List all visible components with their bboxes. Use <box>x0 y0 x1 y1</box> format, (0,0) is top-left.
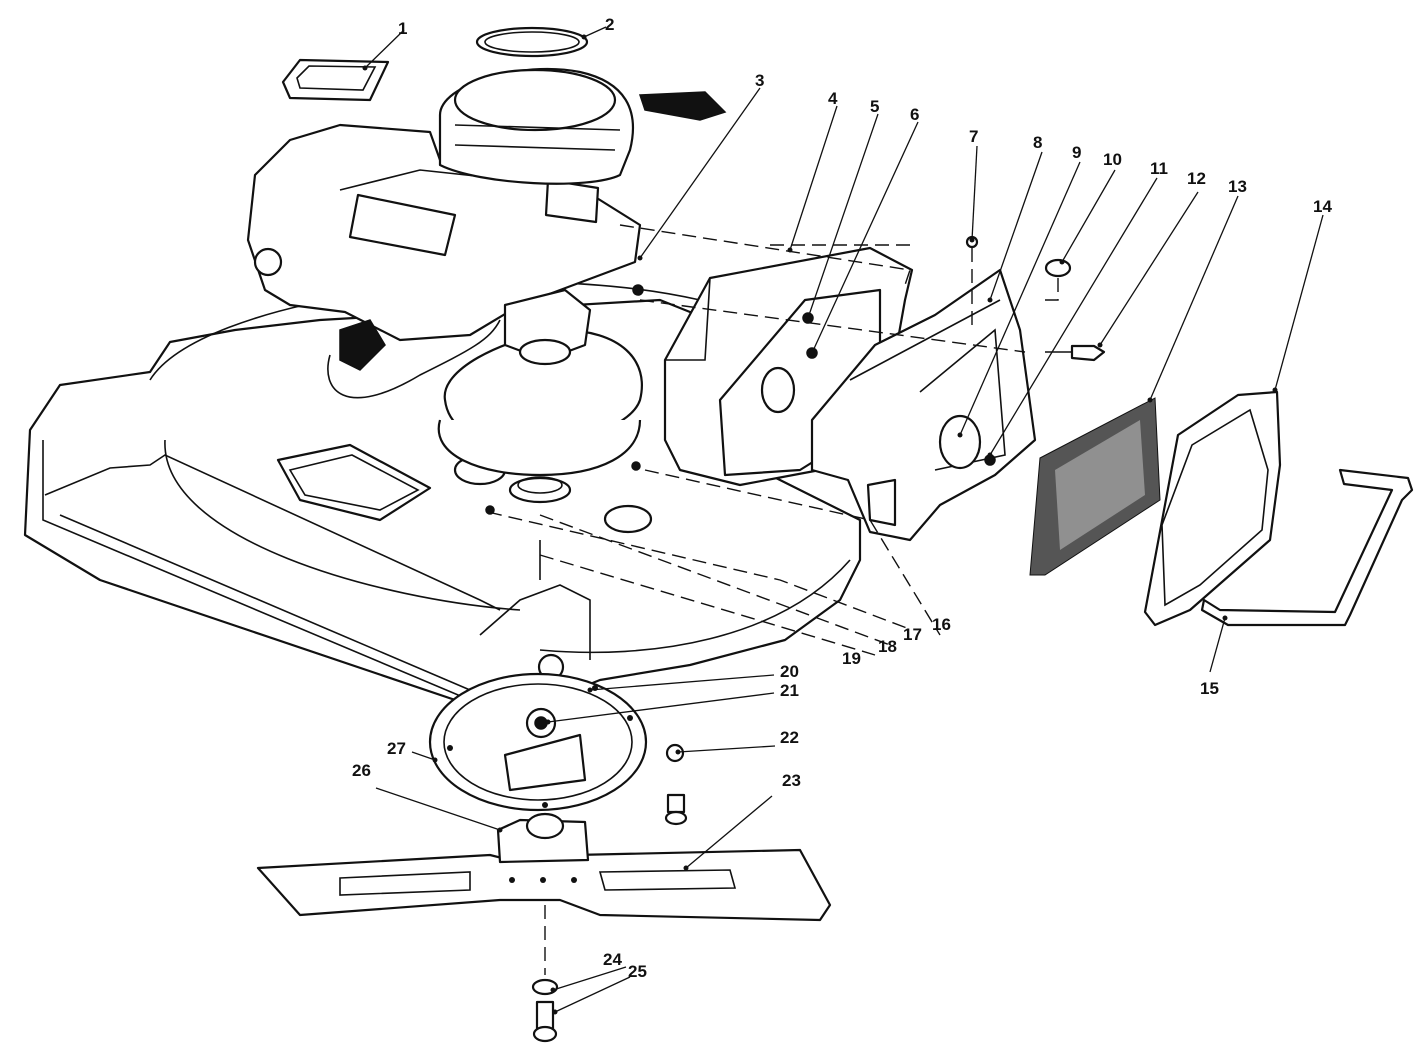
gasket-ring <box>475 26 589 58</box>
callout-1: 1 <box>398 19 407 38</box>
callout-25: 25 <box>628 962 647 981</box>
callout-22: 22 <box>780 728 799 747</box>
mower-deck <box>23 281 862 762</box>
callout-5: 5 <box>870 97 879 116</box>
callout-20: 20 <box>780 662 799 681</box>
callout-12: 12 <box>1187 169 1206 188</box>
callout-9: 9 <box>1072 143 1081 162</box>
callout-labels: 1 2 3 4 5 6 7 8 9 10 11 12 13 14 15 16 1… <box>352 15 1332 981</box>
callout-7: 7 <box>969 127 978 146</box>
callout-19: 19 <box>842 649 861 668</box>
blade-adapter <box>496 812 590 864</box>
callout-21: 21 <box>780 681 799 700</box>
callout-13: 13 <box>1228 177 1247 196</box>
callout-15: 15 <box>1200 679 1219 698</box>
deflector-housing <box>810 268 1037 542</box>
callout-8: 8 <box>1033 133 1042 152</box>
callout-11: 11 <box>1150 159 1168 178</box>
handle-bail <box>1200 468 1414 627</box>
baffle-plate <box>428 672 648 812</box>
callout-3: 3 <box>755 71 764 90</box>
callout-6: 6 <box>910 105 919 124</box>
callout-27: 27 <box>387 739 406 758</box>
callout-4: 4 <box>828 89 838 108</box>
callout-16: 16 <box>932 615 951 634</box>
foam-filter <box>1029 397 1161 576</box>
callout-2: 2 <box>605 15 614 34</box>
callout-18: 18 <box>878 637 897 656</box>
callout-26: 26 <box>352 761 371 780</box>
assembly-lines <box>487 224 1059 975</box>
engine <box>246 67 727 477</box>
callout-14: 14 <box>1313 197 1332 216</box>
leader-lines <box>362 26 1324 1015</box>
air-cleaner-cover <box>1143 390 1282 627</box>
callout-24: 24 <box>603 950 622 969</box>
callout-17: 17 <box>903 625 922 644</box>
callout-23: 23 <box>782 771 801 790</box>
callout-10: 10 <box>1103 150 1122 169</box>
